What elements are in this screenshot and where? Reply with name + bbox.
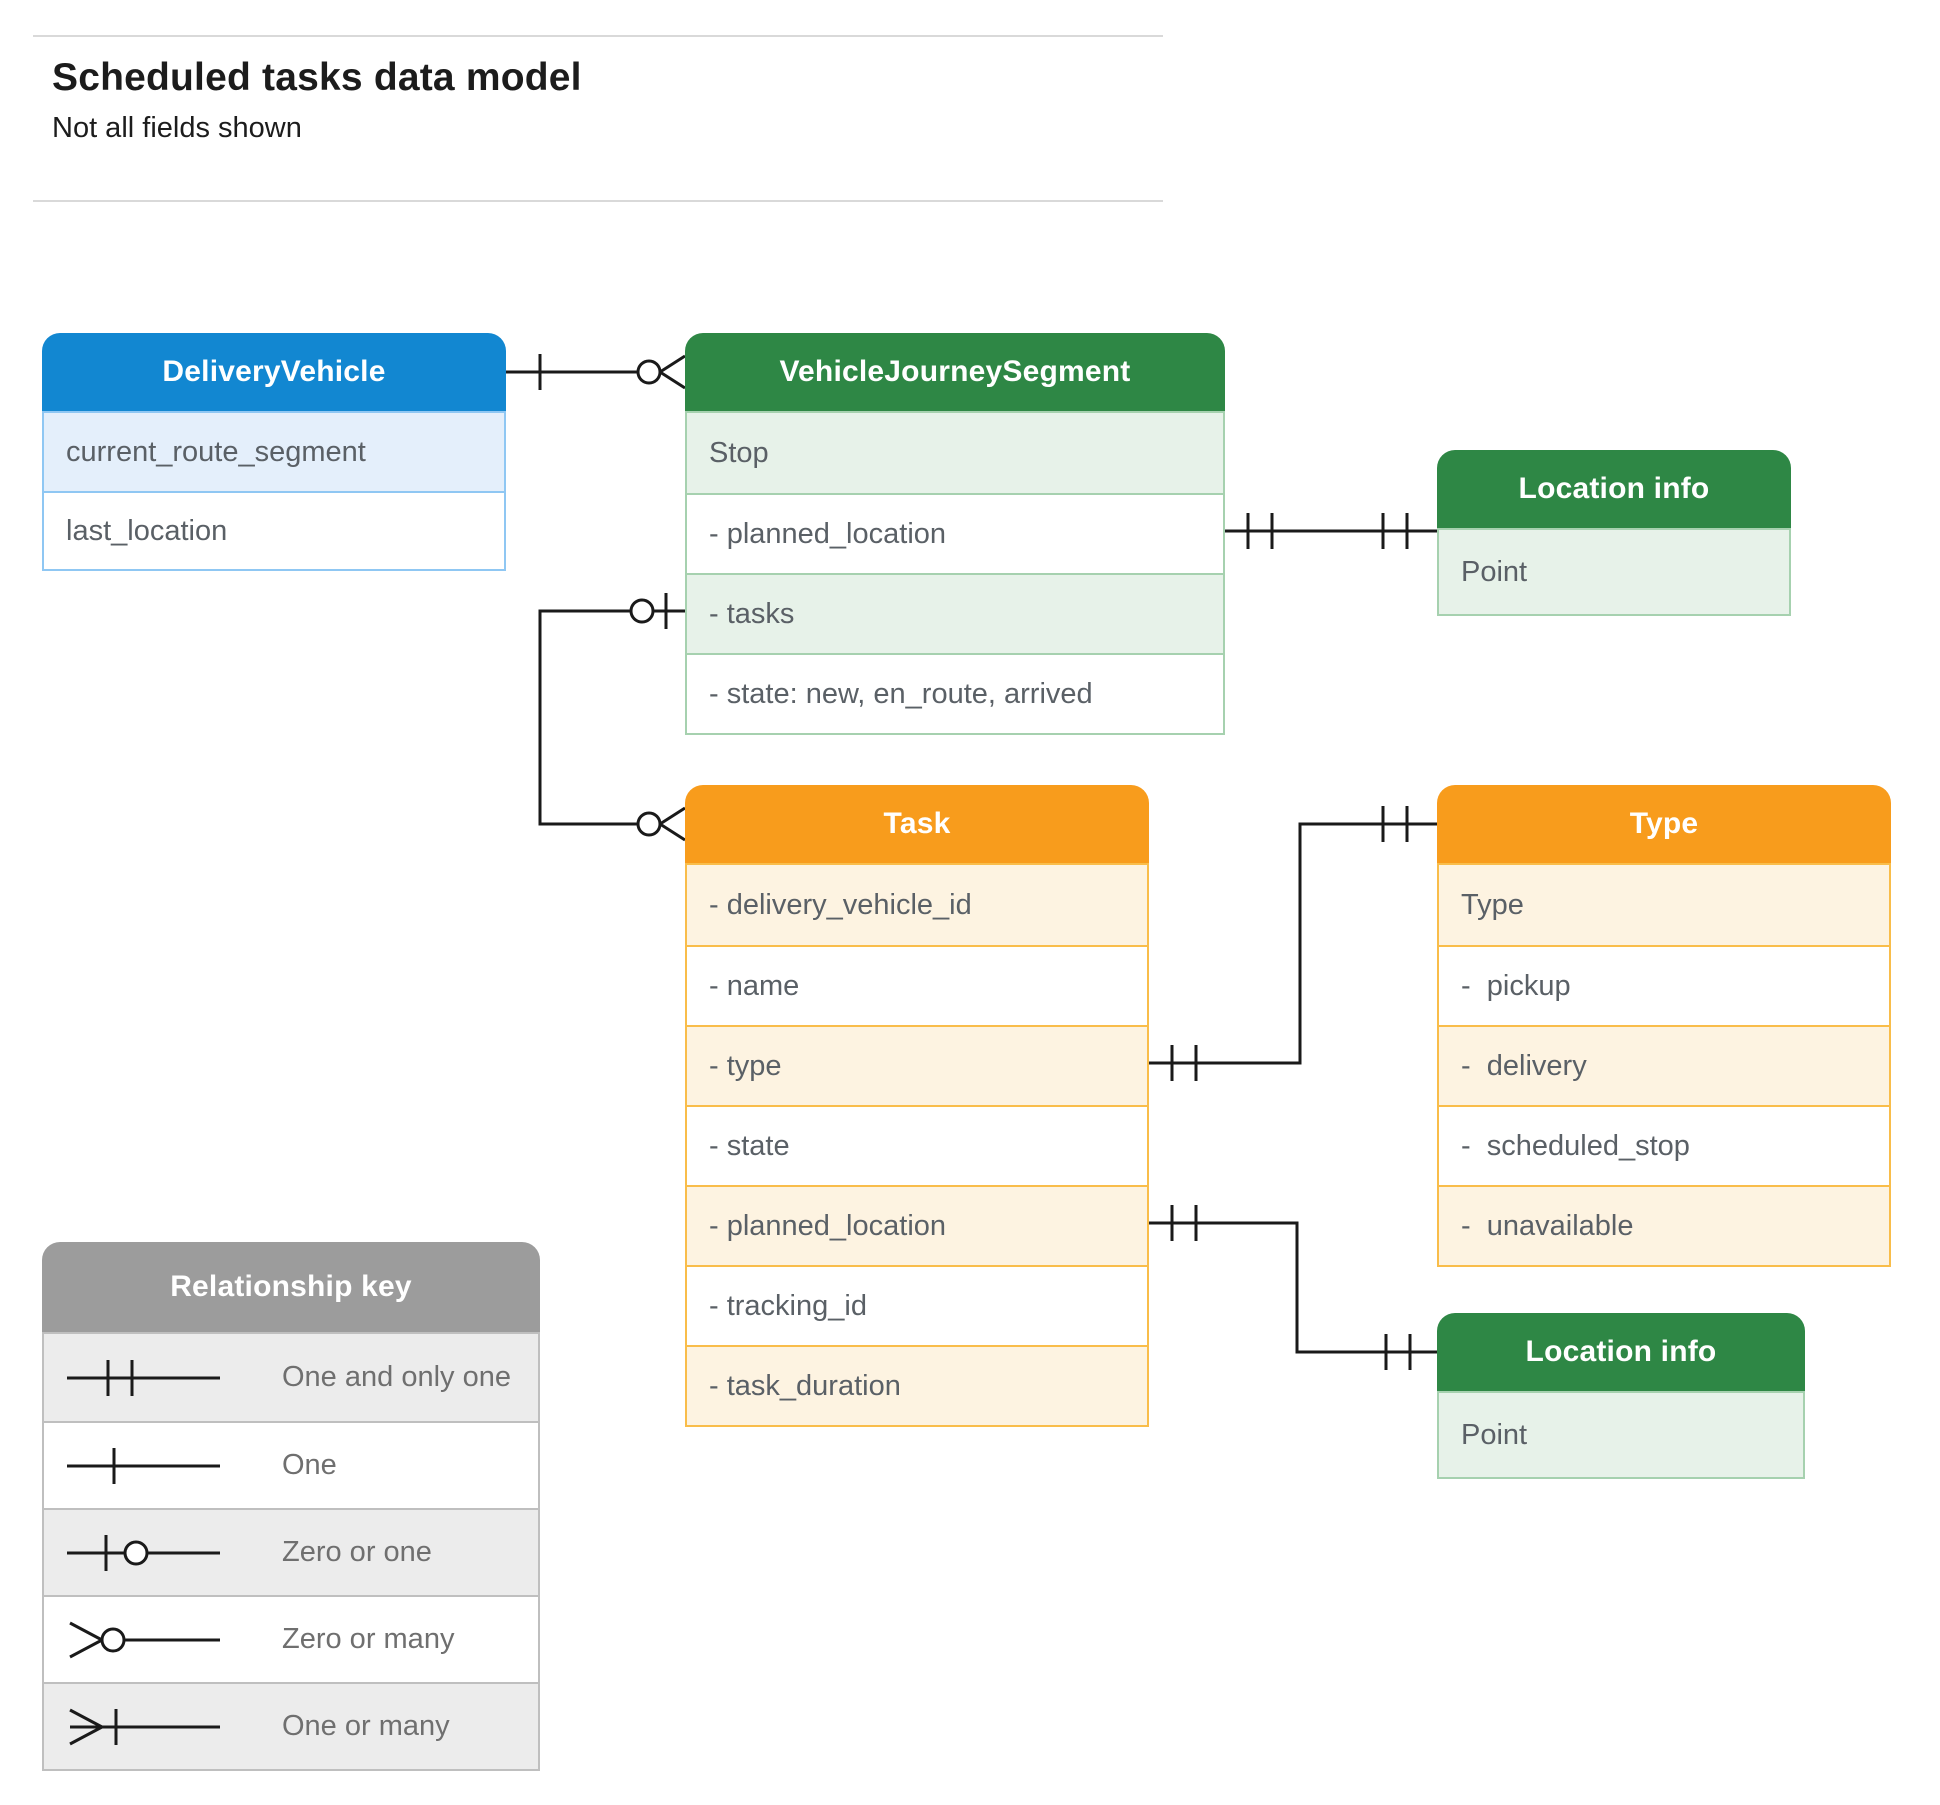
top-rule: [33, 35, 1163, 37]
entity-header: Task: [685, 785, 1149, 863]
page-subtitle: Not all fields shown: [52, 112, 302, 144]
field-label: - tracking_id: [709, 1289, 867, 1322]
entity-title: Location info: [1518, 472, 1710, 505]
field-label: - tasks: [709, 597, 795, 630]
connector-vjs-tasks-to-task: [538, 593, 686, 842]
entity-location-info-top: Location info Point: [1437, 450, 1791, 616]
field-label: - delivery: [1461, 1049, 1587, 1082]
one-icon: [67, 1447, 220, 1484]
field-row: - planned_location: [687, 493, 1223, 573]
legend-row: Zero or one: [44, 1508, 538, 1595]
zero-or-many-icon: [69, 1621, 220, 1658]
field-label: - pickup: [1461, 969, 1571, 1002]
legend-label: One: [282, 1449, 337, 1481]
field-label: - state: new, en_route, arrived: [709, 677, 1093, 710]
field-label: - scheduled_stop: [1461, 1129, 1690, 1162]
connector-task-plannedlocation-to-locationinfo: [1149, 1205, 1437, 1370]
field-label: - planned_location: [709, 1209, 947, 1242]
field-row: Point: [1439, 530, 1789, 614]
field-row: - tracking_id: [687, 1265, 1147, 1345]
field-row: - state: new, en_route, arrived: [687, 653, 1223, 733]
field-row: - state: [687, 1105, 1147, 1185]
entity-header: Type: [1437, 785, 1891, 863]
entity-title: DeliveryVehicle: [162, 355, 386, 388]
zero-or-one-icon: [67, 1534, 220, 1571]
field-label: current_route_segment: [66, 435, 366, 468]
field-row: - planned_location: [687, 1185, 1147, 1265]
field-label: - name: [709, 969, 800, 1002]
field-label: - unavailable: [1461, 1209, 1634, 1242]
legend-label: One and only one: [282, 1361, 511, 1393]
field-label: Type: [1461, 888, 1524, 921]
one-or-many-icon: [69, 1708, 220, 1745]
field-label: Point: [1461, 555, 1528, 588]
entity-task: Task - delivery_vehicle_id - name - type…: [685, 785, 1149, 1427]
legend-label: Zero or many: [282, 1623, 455, 1655]
field-label: - type: [709, 1049, 782, 1082]
field-label: Stop: [709, 436, 769, 469]
entity-title: VehicleJourneySegment: [779, 355, 1131, 388]
field-row: - scheduled_stop: [1439, 1105, 1889, 1185]
field-row: - delivery_vehicle_id: [687, 865, 1147, 945]
zero-or-one-icon: [629, 598, 655, 624]
entity-title: Location info: [1525, 1335, 1717, 1368]
field-row: Type: [1439, 865, 1889, 945]
field-label: last_location: [66, 514, 228, 547]
legend-row: One: [44, 1421, 538, 1508]
entity-header: Location info: [1437, 450, 1791, 528]
legend-row: One or many: [44, 1682, 538, 1769]
entity-vehicle-journey-segment: VehicleJourneySegment Stop - planned_loc…: [685, 333, 1225, 735]
entity-type: Type Type - pickup - delivery - schedule…: [1437, 785, 1891, 1267]
legend-title: Relationship key: [170, 1270, 412, 1303]
field-label: - task_duration: [709, 1369, 901, 1402]
zero-or-many-icon: [659, 354, 686, 390]
field-row: - pickup: [1439, 945, 1889, 1025]
field-row: Stop: [687, 413, 1223, 493]
entity-location-info-bottom: Location info Point: [1437, 1313, 1805, 1479]
field-row: - type: [687, 1025, 1147, 1105]
entity-header: VehicleJourneySegment: [685, 333, 1225, 411]
legend-header: Relationship key: [42, 1242, 540, 1332]
legend-row: One and only one: [44, 1334, 538, 1421]
field-row: last_location: [44, 491, 504, 569]
field-label: - delivery_vehicle_id: [709, 888, 972, 921]
field-row: Point: [1439, 1393, 1803, 1477]
legend-row: Zero or many: [44, 1595, 538, 1682]
legend-label: Zero or one: [282, 1536, 432, 1568]
field-label: - planned_location: [709, 517, 947, 550]
field-row: current_route_segment: [44, 413, 504, 491]
one-and-only-one-icon: [67, 1359, 220, 1396]
field-row: - delivery: [1439, 1025, 1889, 1105]
zero-or-many-icon: [659, 806, 686, 842]
field-label: Point: [1461, 1418, 1528, 1451]
field-row: - tasks: [687, 573, 1223, 653]
connector-task-type-to-type: [1149, 806, 1437, 1081]
entity-header: DeliveryVehicle: [42, 333, 506, 411]
field-label: - state: [709, 1129, 790, 1162]
legend-label: One or many: [282, 1710, 450, 1742]
field-row: - unavailable: [1439, 1185, 1889, 1265]
field-row: - task_duration: [687, 1345, 1147, 1425]
entity-delivery-vehicle: DeliveryVehicle current_route_segment la…: [42, 333, 506, 571]
subtitle-rule: [33, 200, 1163, 202]
relationship-key-legend: Relationship key One and only one One Ze…: [42, 1242, 540, 1771]
entity-title: Task: [883, 807, 951, 840]
entity-title: Type: [1629, 807, 1699, 840]
field-row: - name: [687, 945, 1147, 1025]
page-title: Scheduled tasks data model: [52, 56, 582, 99]
connector-vjs-plannedlocation-to-locationinfo: [1225, 513, 1437, 549]
connector-deliveryvehicle-to-vehiclejourneysegment: [506, 354, 686, 390]
entity-header: Location info: [1437, 1313, 1805, 1391]
